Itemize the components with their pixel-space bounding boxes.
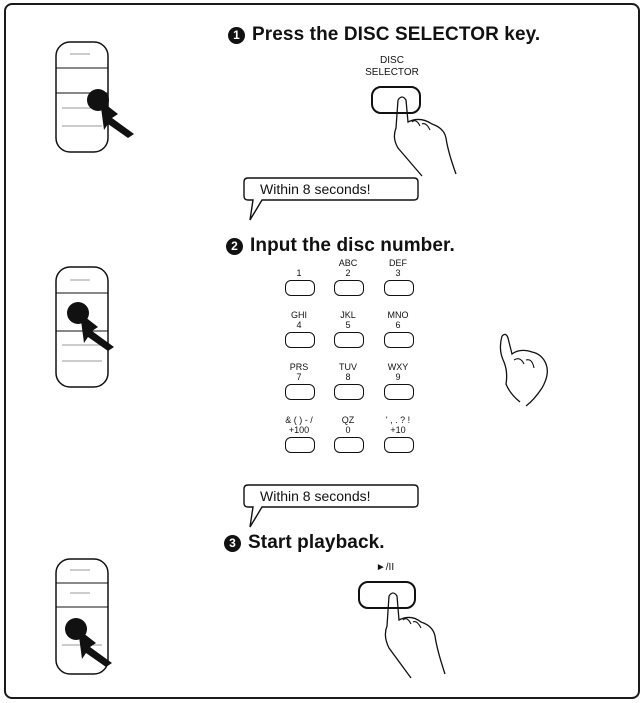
keypad-button[interactable]	[334, 332, 364, 348]
key-number: 9	[368, 372, 428, 382]
key-letters: ' , . ? !	[368, 415, 428, 425]
keypad-button[interactable]	[384, 280, 414, 296]
step-2-text: Input the disc number.	[250, 235, 455, 257]
callout-text-2: Within 8 seconds!	[260, 488, 371, 504]
step-3-title: 3 Start playback.	[224, 532, 385, 554]
step-2-title: 2 Input the disc number.	[226, 235, 455, 257]
key-number: 3	[368, 268, 428, 278]
pointing-hand-icon	[490, 330, 560, 410]
keypad-button[interactable]	[384, 384, 414, 400]
play-pause-key[interactable]	[355, 578, 465, 688]
disc-selector-key[interactable]	[362, 82, 472, 182]
key-letters: MNO	[368, 310, 428, 320]
step-1-text: Press the DISC SELECTOR key.	[252, 24, 540, 46]
key-letters: WXY	[368, 362, 428, 372]
keypad-button[interactable]	[334, 384, 364, 400]
step-3-badge: 3	[224, 535, 241, 552]
disc-selector-label-line2: SELECTOR	[362, 68, 422, 78]
keypad-button[interactable]	[334, 437, 364, 453]
keypad-button[interactable]	[384, 437, 414, 453]
remote-control-illustration-2	[52, 263, 162, 393]
keypad-button[interactable]	[334, 280, 364, 296]
callout-text-1: Within 8 seconds!	[260, 181, 371, 197]
keypad-button[interactable]	[285, 332, 315, 348]
keypad-button[interactable]	[285, 280, 315, 296]
key-number: +10	[368, 425, 428, 435]
remote-control-illustration-1	[52, 38, 162, 158]
key-number: 6	[368, 320, 428, 330]
keypad-button[interactable]	[384, 332, 414, 348]
disc-selector-label-line1: DISC	[362, 56, 422, 66]
step-3-text: Start playback.	[248, 532, 385, 554]
step-1-badge: 1	[228, 27, 245, 44]
play-key-label: ►/II	[355, 563, 415, 573]
keypad-button[interactable]	[285, 384, 315, 400]
key-letters: DEF	[368, 258, 428, 268]
step-1-title: 1 Press the DISC SELECTOR key.	[228, 24, 540, 46]
keypad-button[interactable]	[285, 437, 315, 453]
step-2-badge: 2	[226, 238, 243, 255]
remote-control-illustration-3	[52, 555, 162, 685]
